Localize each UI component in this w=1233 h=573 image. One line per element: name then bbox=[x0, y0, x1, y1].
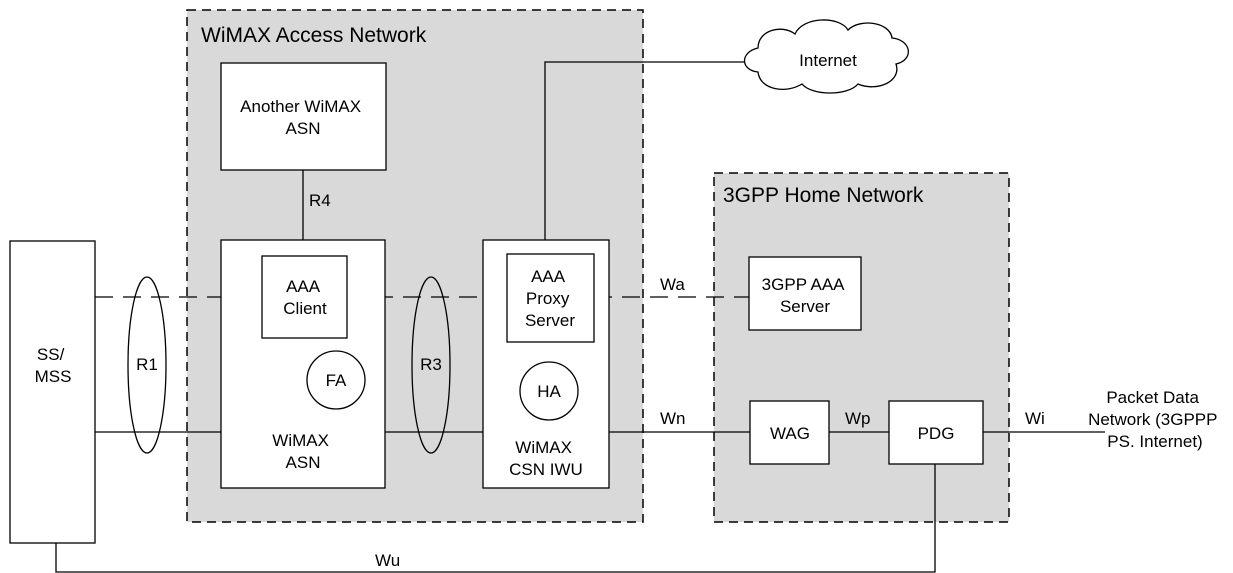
wp-label: Wp bbox=[845, 409, 871, 428]
wag-box bbox=[749, 400, 830, 465]
asn-label-line2: ASN bbox=[286, 453, 321, 472]
another-asn-label: Another WiMAX ASN bbox=[240, 97, 366, 138]
wa-label: Wa bbox=[660, 275, 685, 294]
ss-mss-label: SS/ MSS bbox=[35, 345, 72, 386]
aaa-proxy-label: AAA Proxy Server bbox=[525, 267, 575, 330]
aaa-client-label: AAA Client bbox=[283, 277, 327, 318]
r4-label: R4 bbox=[309, 191, 331, 210]
ss-mss-label-line1: SS/ bbox=[37, 345, 65, 364]
wimax-access-network-title: WiMAX Access Network bbox=[201, 24, 427, 47]
asn-label: WiMAX ASN bbox=[272, 431, 333, 472]
aaa-proxy-label-line2: Proxy bbox=[526, 289, 570, 308]
aaa-server-box bbox=[748, 256, 862, 331]
another-asn-label-line1: Another WiMAX bbox=[240, 97, 361, 116]
internet-label: Internet bbox=[799, 51, 857, 70]
packet-data-network-line1: Packet Data bbox=[1106, 388, 1199, 407]
csn-iwu-label-line1: WiMAX bbox=[515, 438, 572, 457]
aaa-server-label-line2: Server bbox=[780, 297, 830, 316]
fa-label: FA bbox=[326, 371, 347, 390]
aaa-server-label: 3GPP AAA Server bbox=[762, 275, 849, 316]
wn-label: Wn bbox=[660, 409, 686, 428]
packet-data-network-label: Packet Data Network (3GPPP PS. Internet) bbox=[1088, 388, 1222, 451]
r1-label: R1 bbox=[136, 355, 158, 374]
ha-label: HA bbox=[537, 382, 561, 401]
ss-pdg-wu-link bbox=[55, 464, 936, 573]
another-asn-label-line2: ASN bbox=[286, 119, 321, 138]
packet-data-network-line3: PS. Internet) bbox=[1107, 432, 1202, 451]
csn-iwu-label: WiMAX CSN IWU bbox=[509, 438, 583, 479]
csn-iwu-label-line2: CSN IWU bbox=[509, 460, 583, 479]
asn-label-line1: WiMAX bbox=[272, 431, 329, 450]
ha-circle bbox=[519, 361, 579, 421]
wag-label: WAG bbox=[770, 424, 810, 443]
aaa-server-label-line1: 3GPP AAA bbox=[762, 275, 846, 294]
another-asn-box bbox=[220, 62, 387, 171]
internet-cloud bbox=[743, 19, 909, 94]
wu-label: Wu bbox=[375, 551, 400, 570]
aaa-client-label-line1: AAA bbox=[286, 277, 321, 296]
aaa-proxy-label-line3: Server bbox=[525, 311, 575, 330]
pdg-label: PDG bbox=[918, 424, 955, 443]
packet-data-network-line2: Network (3GPPP bbox=[1088, 410, 1217, 429]
ss-mss-box bbox=[9, 240, 96, 544]
r3-ellipse bbox=[411, 276, 451, 454]
pdg-box bbox=[888, 400, 984, 465]
csn-internet-link bbox=[544, 61, 745, 240]
aaa-client-label-line2: Client bbox=[283, 299, 327, 318]
r1-ellipse bbox=[127, 276, 167, 454]
aaa-proxy-label-line1: AAA bbox=[531, 267, 566, 286]
home-network-title: 3GPP Home Network bbox=[723, 184, 924, 207]
ss-mss-label-line2: MSS bbox=[35, 367, 72, 386]
r3-label: R3 bbox=[420, 355, 442, 374]
wi-label: Wi bbox=[1025, 409, 1045, 428]
aaa-proxy-box bbox=[506, 253, 595, 343]
aaa-client-box bbox=[261, 255, 348, 339]
home-network-region bbox=[713, 172, 1010, 523]
fa-circle bbox=[306, 350, 366, 410]
